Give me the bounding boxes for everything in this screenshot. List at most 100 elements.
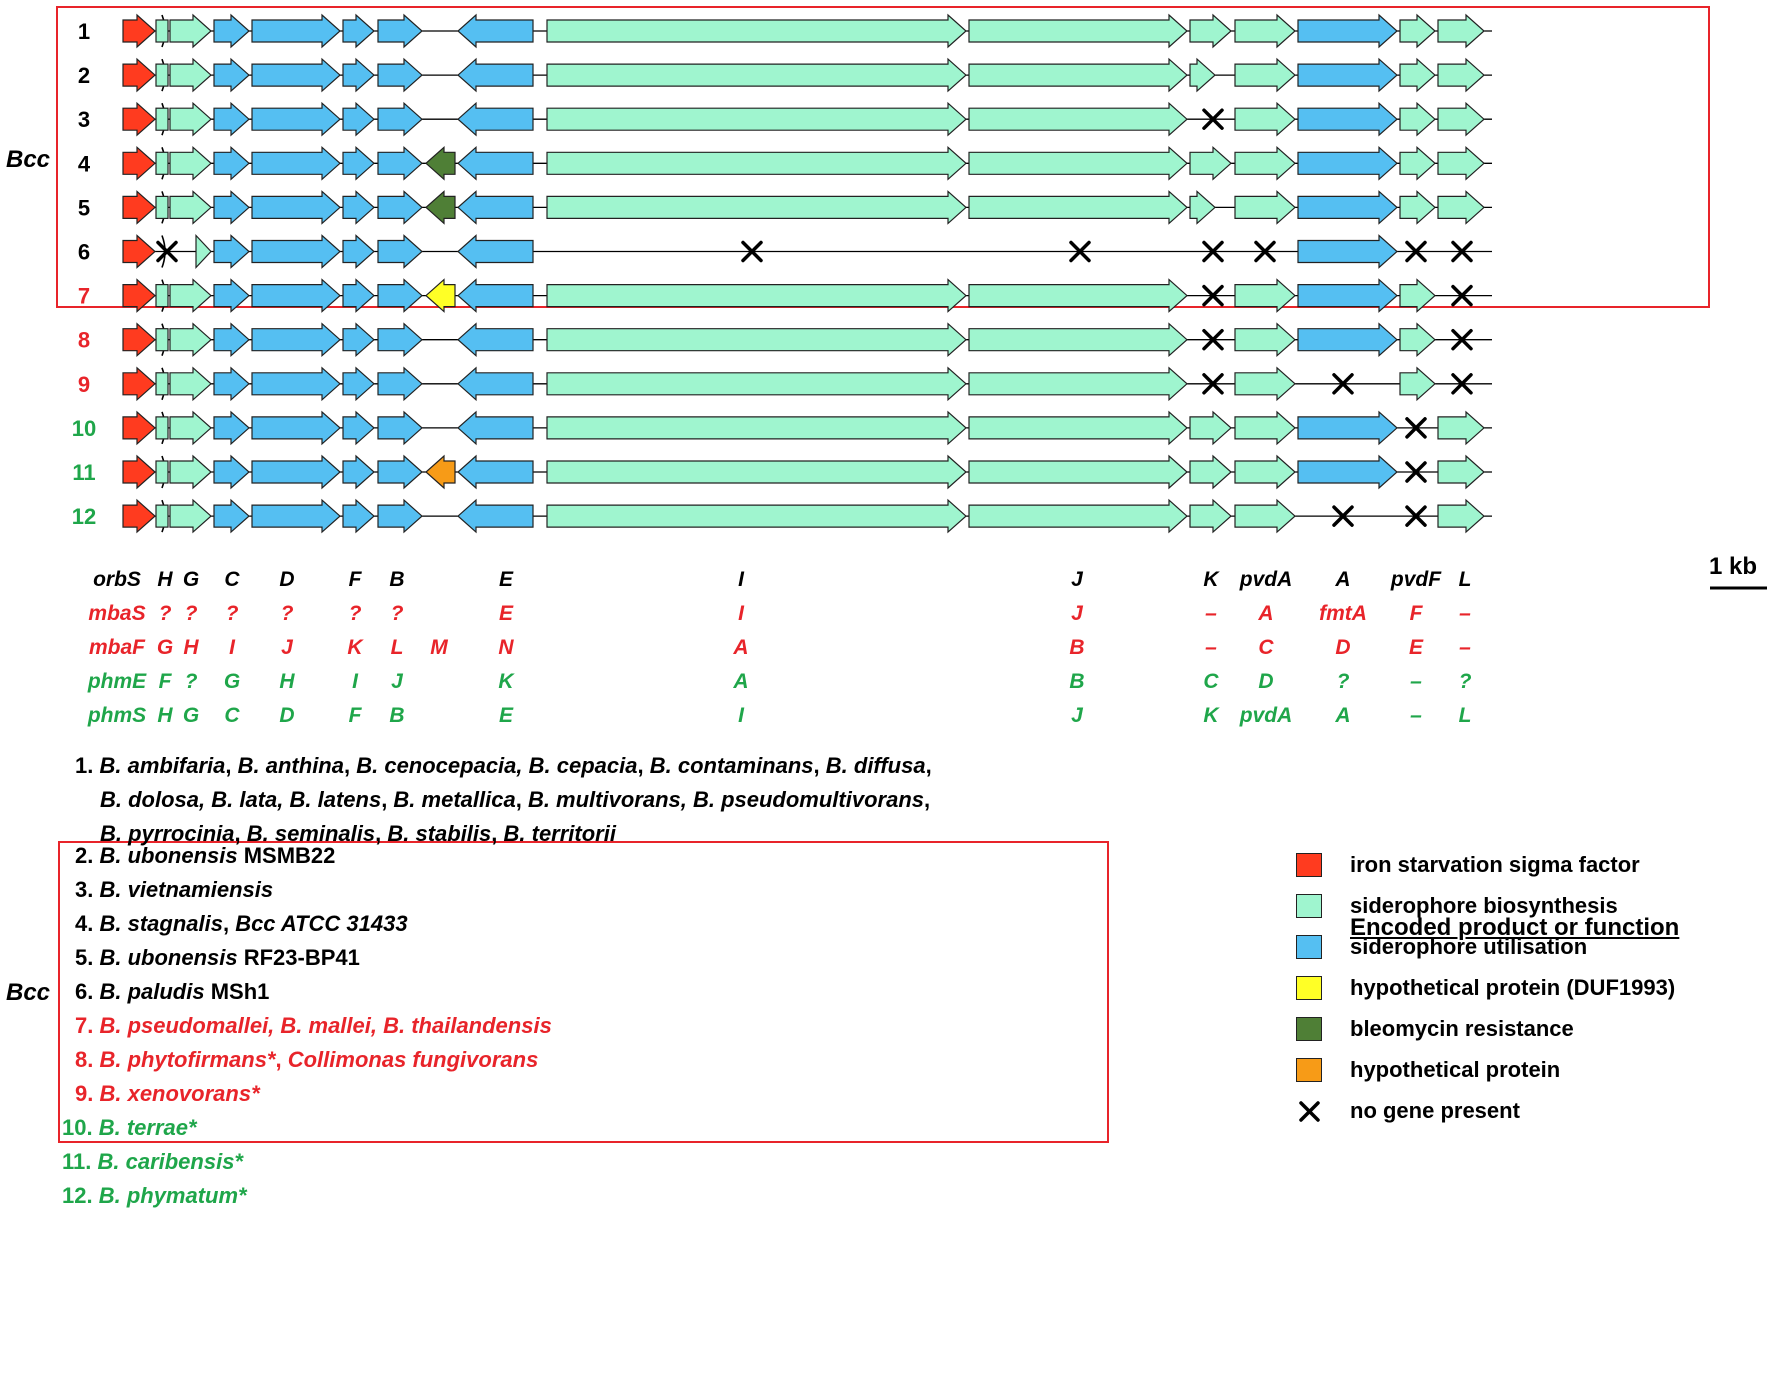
H-gene	[155, 195, 169, 219]
gene-name-label: E	[1409, 636, 1424, 659]
gene-name-label: ?	[391, 602, 404, 625]
species-name: ,	[375, 821, 388, 846]
row-number: 10	[72, 416, 96, 441]
H-gene	[155, 504, 169, 528]
species-entry-10: 10. B. terrae*	[62, 1115, 197, 1141]
row-number: 9	[78, 372, 90, 397]
pvdF-gene	[1399, 366, 1436, 402]
gene-name-label: J	[1071, 602, 1084, 625]
B-gene	[377, 322, 423, 358]
species-name: MSh1	[204, 979, 270, 1004]
J-gene	[968, 13, 1188, 49]
C-gene	[213, 278, 250, 313]
C-gene	[213, 454, 250, 490]
legend-swatch	[1296, 894, 1322, 918]
absent-gene-K	[1202, 284, 1224, 307]
row-number: 7	[78, 284, 90, 309]
gene-name-label: –	[1410, 704, 1422, 727]
orbS-gene	[122, 145, 156, 181]
gene-name-label: G	[157, 636, 173, 659]
gene-name-label: J	[1071, 704, 1084, 727]
G-gene	[169, 13, 212, 49]
pvdF-gene	[1399, 57, 1436, 93]
species-name: ,	[381, 787, 394, 812]
gene-name-label: B	[389, 704, 404, 727]
legend-label: hypothetical protein	[1350, 1057, 1561, 1082]
species-name: B. ubonensis	[99, 945, 238, 970]
L-gene	[1437, 498, 1485, 534]
C-gene	[213, 101, 250, 137]
L-gene	[1437, 101, 1485, 137]
pvdF-gene	[1399, 322, 1436, 358]
gene-name-label: L	[391, 636, 404, 659]
legend-label: no gene present	[1350, 1098, 1520, 1123]
D-gene	[251, 454, 341, 490]
I-gene	[546, 101, 967, 137]
gene-name-label: K	[1203, 704, 1220, 727]
gene-name-label: F	[349, 704, 363, 727]
gene-name-label: A	[1257, 602, 1273, 625]
species-name: B. caribensis*	[97, 1149, 243, 1174]
H-gene	[155, 19, 169, 43]
A-gene	[1297, 322, 1398, 358]
A-gene	[1297, 278, 1398, 313]
orbS-gene	[122, 454, 156, 490]
L-gene	[1437, 57, 1485, 93]
E-gene	[457, 190, 534, 225]
duf1993-gene	[425, 278, 456, 313]
orbS-gene	[122, 101, 156, 137]
species-name: B. pyrrocinia	[100, 821, 235, 846]
bcc-group-label-top: Bcc	[6, 146, 51, 173]
pvdA-gene	[1234, 278, 1296, 313]
legend-label: siderophore utilisation	[1350, 934, 1588, 959]
absent-gene-L	[1451, 373, 1473, 395]
gene-name-label: G	[183, 568, 199, 591]
gene-name-label: D	[1335, 636, 1350, 659]
species-entry-8: 8. B. phytofirmans*, Collimonas fungivor…	[75, 1047, 538, 1073]
K-gene	[1189, 190, 1216, 225]
gene-name-label: –	[1459, 602, 1471, 625]
gene-name-label: F	[1410, 602, 1424, 625]
gene-name-label: J	[391, 670, 404, 693]
gene-name-label: N	[498, 636, 514, 659]
C-gene	[213, 498, 250, 534]
legend-label: iron starvation sigma factor	[1350, 852, 1640, 877]
species-name: ,	[924, 787, 931, 812]
species-name: B. paludis	[99, 979, 205, 1004]
C-gene	[213, 366, 250, 402]
orbS-gene	[122, 498, 156, 534]
D-gene	[251, 410, 341, 446]
legend-swatch	[1296, 853, 1322, 877]
gene-row-8: 8	[78, 322, 1492, 358]
gene-name-label: B	[1069, 670, 1084, 693]
species-name: ,	[234, 821, 247, 846]
species-entry-5: 5. B. ubonensis RF23-BP41	[75, 945, 360, 971]
D-gene	[251, 145, 341, 181]
row-number: 6	[78, 240, 90, 265]
gene-name-label: E	[499, 602, 514, 625]
legend-swatch	[1296, 1058, 1322, 1082]
D-gene	[251, 234, 341, 269]
gene-name-label: I	[352, 670, 359, 693]
G-gene	[169, 145, 212, 181]
species-entry-1: B. pyrrocinia, B. seminalis, B. stabilis…	[100, 821, 616, 847]
gene-name-label: phmE	[87, 670, 147, 693]
pvdF-gene	[1399, 13, 1436, 49]
F-gene	[342, 57, 375, 93]
I-gene	[546, 190, 967, 225]
gene-name-label: E	[499, 568, 514, 591]
pvdA-gene	[1234, 145, 1296, 181]
absent-gene-J	[1069, 240, 1091, 263]
legend-swatch	[1296, 976, 1322, 1000]
gene-name-label: K	[1203, 568, 1220, 591]
orbS-gene	[122, 13, 156, 49]
pvdA-gene	[1234, 13, 1296, 49]
E-gene	[457, 322, 534, 358]
gene-name-label: ?	[349, 602, 362, 625]
F-gene	[342, 145, 375, 181]
L-gene	[1437, 13, 1485, 49]
absent-gene-K	[1202, 373, 1224, 395]
species-name: ,	[637, 753, 650, 778]
